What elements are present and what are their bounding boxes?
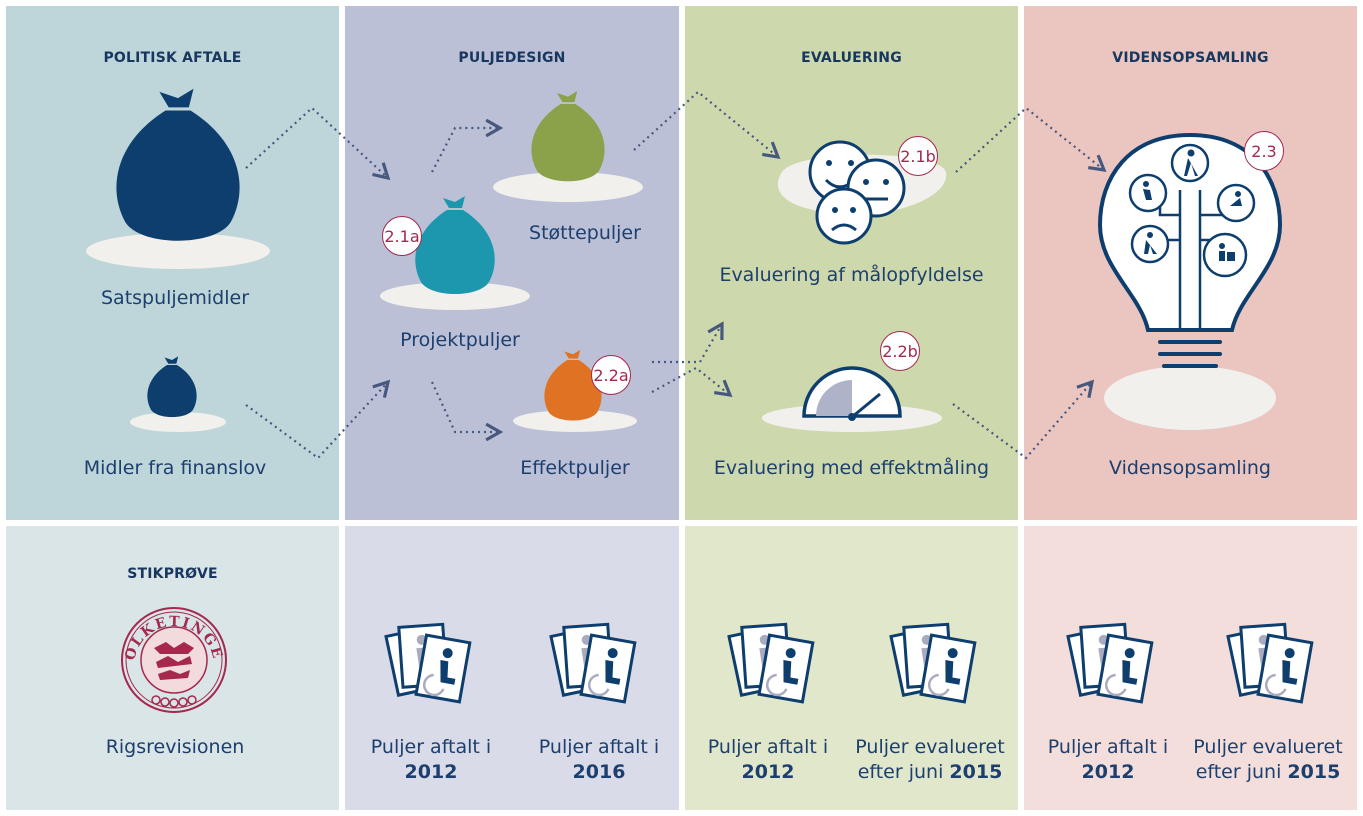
label-evaluering-effektmaaling: Evaluering med effektmåling xyxy=(713,457,990,479)
heading-politisk: POLITISK AFTALE xyxy=(103,50,242,66)
case-cards-icon xyxy=(384,622,472,704)
label-projektpuljer: Projektpuljer xyxy=(400,329,520,351)
heading-evaluering: EVALUERING xyxy=(801,50,902,66)
label-midler-fra-finanslov: Midler fra finanslov xyxy=(83,457,267,479)
case-cards-icon xyxy=(1066,622,1154,704)
finanslov-bag-icon xyxy=(130,356,226,432)
badge-2-3: 2.3 xyxy=(1244,131,1284,171)
flow-arrows xyxy=(245,90,1107,460)
label-rigsrevisionen: Rigsrevisionen xyxy=(105,736,245,758)
label-vidensopsamling: Vidensopsamling xyxy=(1109,457,1271,479)
effektpulje-bag-icon xyxy=(513,349,637,432)
lightbulb-icon xyxy=(1097,132,1283,430)
sample-caption: Puljer aftalt i 2012 xyxy=(370,736,492,783)
evaluering-panel: EVALUERING xyxy=(685,6,1018,520)
gauge-icon xyxy=(762,366,942,432)
badge-2-1b: 2.1b xyxy=(898,136,938,176)
sample-caption: Puljer aftalt i 2016 xyxy=(538,736,660,783)
sample-caption: Puljer aftalt i 2012 xyxy=(1047,736,1169,783)
badge-2-2b: 2.2b xyxy=(880,331,920,371)
heading-stikproeve: STIKPRØVE xyxy=(127,566,218,582)
stoettepulje-bag-icon xyxy=(493,91,643,202)
label-evaluering-maalopfyldelse: Evaluering af målopfyldelse xyxy=(719,264,984,286)
heading-vidensopsamling: VIDENSOPSAMLING xyxy=(1112,50,1269,66)
label-effektpuljer: Effektpuljer xyxy=(520,457,630,479)
badge-2-2a: 2.2a xyxy=(591,355,631,395)
case-cards-icon xyxy=(1226,622,1314,704)
projektpulje-bag-icon xyxy=(380,196,530,310)
folketinget-seal-icon: FOLKETINGET xyxy=(121,607,227,713)
badge-2-1a: 2.1a xyxy=(382,216,422,256)
puljedesign-panel: PULJEDESIGN xyxy=(345,6,679,520)
case-cards-icon xyxy=(727,622,815,704)
satspulje-bag-icon xyxy=(86,88,270,269)
sample-caption: Puljer aftalt i 2012 xyxy=(707,736,829,783)
case-cards-icon xyxy=(889,622,977,704)
heading-puljedesign: PULJEDESIGN xyxy=(458,50,566,66)
label-stoettepuljer: Støttepuljer xyxy=(529,222,641,244)
sample-caption: Puljer evalueret efter juni 2015 xyxy=(855,736,1005,783)
case-cards-icon xyxy=(549,622,637,704)
case-cards-template xyxy=(384,622,1314,704)
sample-caption: Puljer evalueret efter juni 2015 xyxy=(1193,736,1343,783)
label-satspuljemidler: Satspuljemidler xyxy=(100,287,250,309)
